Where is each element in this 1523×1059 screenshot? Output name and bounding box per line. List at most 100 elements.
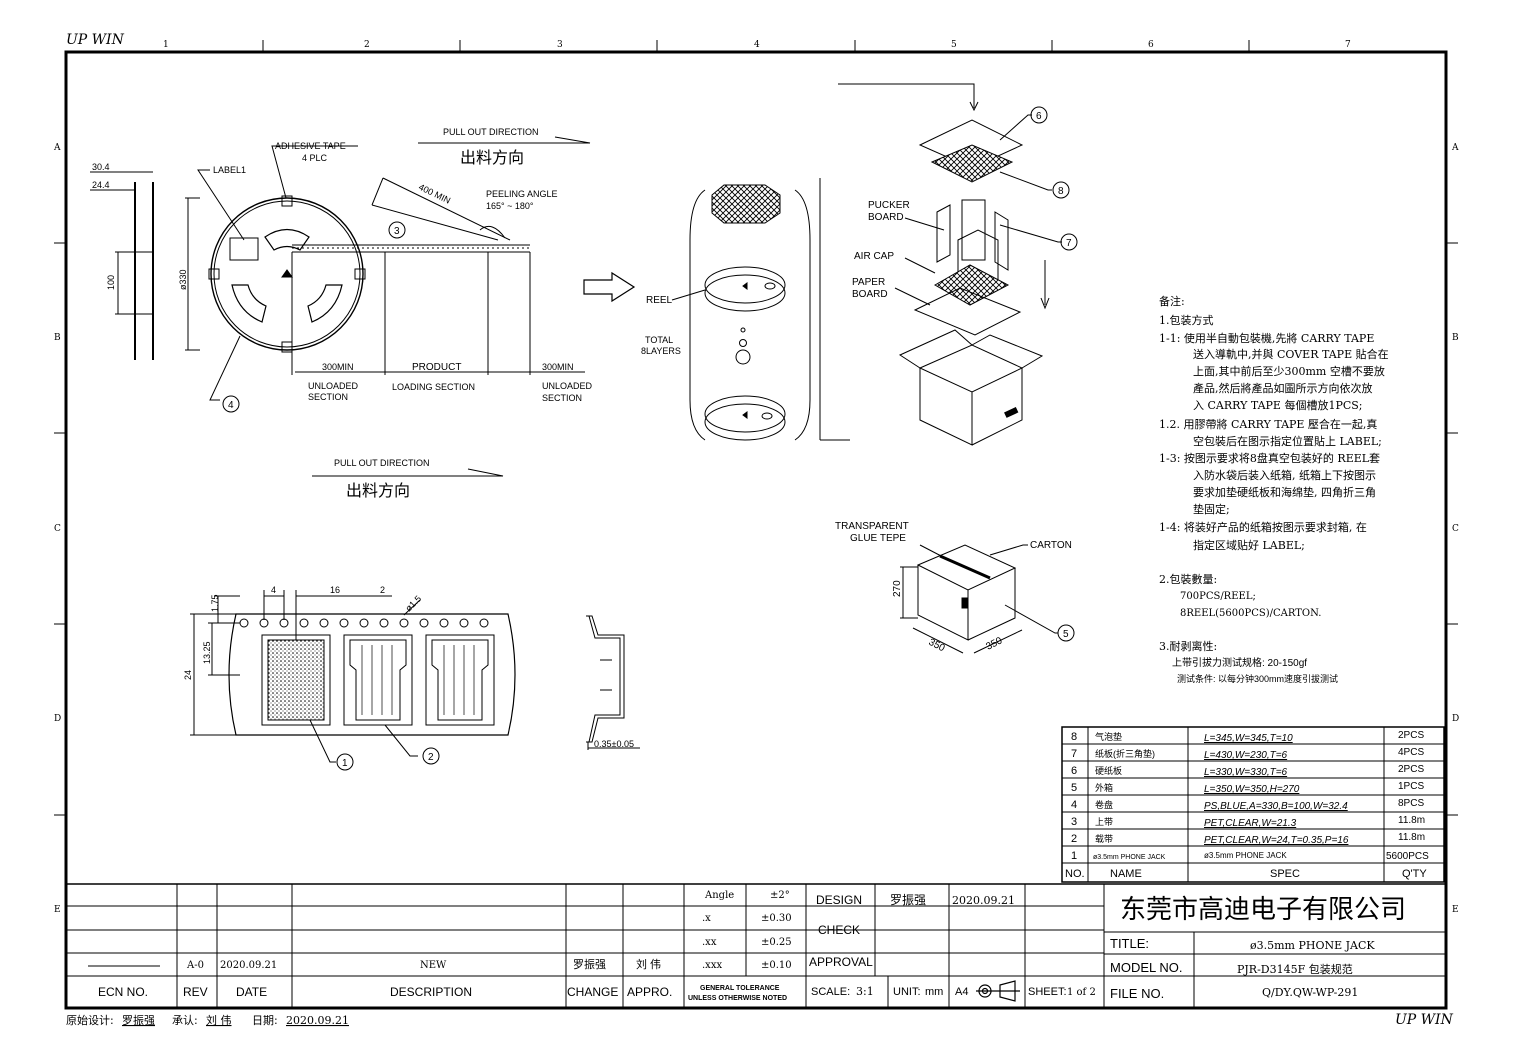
zone-row-d-right: D bbox=[1452, 714, 1459, 724]
pull-out-direction-cn: 出料方向 bbox=[460, 148, 524, 167]
zone-row-b-right: B bbox=[1452, 333, 1459, 343]
reel-label: REEL bbox=[646, 295, 673, 306]
zone-row-c: C bbox=[54, 524, 61, 534]
notes-line: 1.2. 用膠帶將 CARRY TAPE 壓合在一起,真 bbox=[1159, 417, 1377, 431]
bom-name: ø3.5mm PHONE JACK bbox=[1093, 854, 1166, 861]
peeling-range: 165° ~ 180° bbox=[486, 201, 534, 211]
bom-row: 7 纸板(折三角垫) L=430,W=230,T=6 4PCS bbox=[1071, 747, 1424, 761]
dim-270: 270 bbox=[892, 580, 903, 597]
unloaded-right-1: UNLOADED bbox=[542, 381, 593, 391]
footer-approver-label: 承认: bbox=[172, 1014, 198, 1027]
callout-1: 1 bbox=[342, 758, 348, 769]
bom-spec: L=430,W=230,T=6 bbox=[1204, 750, 1288, 761]
bom-row: 3 上带 PET,CLEAR,W=21.3 11.8m bbox=[1071, 815, 1425, 829]
bom-no: 2 bbox=[1071, 833, 1077, 845]
bom-spec: L=330,W=330,T=6 bbox=[1204, 767, 1288, 778]
zone-col-4: 4 bbox=[754, 40, 760, 50]
bom-spec: PET,CLEAR,W=24,T=0.35,P=16 bbox=[1204, 835, 1349, 846]
callout-2: 2 bbox=[428, 752, 434, 763]
zone-row-a-right: A bbox=[1451, 143, 1459, 153]
tol-angle: Angle bbox=[704, 890, 734, 901]
callout-6: 6 bbox=[1036, 111, 1042, 122]
notes-line: 入防水袋后装入纸箱, 纸箱上下按图示 bbox=[1193, 468, 1376, 482]
tol-x: .x bbox=[702, 913, 711, 924]
product-label: PRODUCT bbox=[412, 362, 461, 373]
bom-table bbox=[1061, 726, 1445, 883]
rev-date: 2020.09.21 bbox=[220, 960, 277, 971]
unloaded-left-2: SECTION bbox=[308, 392, 348, 402]
notes-line: 送入導軌中,并與 COVER TAPE 貼合在 bbox=[1193, 347, 1389, 361]
zone-labels: 1 2 3 4 5 6 7 A B C D E A B C D E bbox=[53, 40, 1459, 915]
label-adhesive-tape-qty: 4 PLC bbox=[302, 153, 328, 163]
bom-qty: 11.8m bbox=[1398, 832, 1425, 843]
callout-7: 7 bbox=[1066, 238, 1072, 249]
header-ecn: ECN NO. bbox=[98, 985, 148, 999]
tol-xx: .xx bbox=[702, 937, 717, 948]
bom-qty: 8PCS bbox=[1398, 798, 1424, 809]
pull-out-direction-cn-2: 出料方向 bbox=[346, 481, 410, 500]
paper-board-2: BOARD bbox=[852, 289, 888, 300]
callout-5: 5 bbox=[1063, 629, 1069, 640]
design-date: 2020.09.21 bbox=[952, 894, 1015, 907]
title-value: ø3.5mm PHONE JACK bbox=[1250, 939, 1375, 952]
pull-out-direction: PULL OUT DIRECTION bbox=[443, 127, 539, 137]
bom-name: 纸板(折三角垫) bbox=[1095, 748, 1155, 759]
bom-name: 上带 bbox=[1095, 817, 1113, 827]
bom-qty: 4PCS bbox=[1398, 747, 1424, 758]
notes-line: 空包裝后在图示指定位置貼上 LABEL; bbox=[1193, 434, 1382, 448]
bom-header-name: NAME bbox=[1110, 868, 1142, 880]
bom-name: 卷盘 bbox=[1095, 799, 1113, 810]
brand-top: UP WIN bbox=[66, 32, 125, 48]
signoff-block: DESIGN 罗振强 2020.09.21 CHECK APPROVAL SCA… bbox=[809, 893, 1096, 1002]
flow-arrow bbox=[583, 271, 636, 303]
notes-line: 指定区域贴好 LABEL; bbox=[1193, 538, 1305, 552]
general-tolerance-2: UNLESS OTHERWISE NOTED bbox=[688, 995, 787, 1002]
bom-row: 2 载带 PET,CLEAR,W=24,T=0.35,P=16 11.8m bbox=[1071, 832, 1425, 846]
notes-line: 1-3: 按图示要求将8盘真空包装好的 REEL套 bbox=[1159, 451, 1380, 465]
dim-350-b: 350 bbox=[984, 635, 1004, 653]
notes-line: 8REEL(5600PCS)/CARTON. bbox=[1180, 608, 1321, 619]
notes-line: 入 CARRY TAPE 每個槽放1PCS; bbox=[1193, 398, 1363, 412]
bom-no: 6 bbox=[1071, 765, 1077, 777]
bom-qty: 2PCS bbox=[1398, 730, 1424, 741]
model-value: PJR-D3145F 包装规范 bbox=[1237, 962, 1353, 976]
zone-col-7: 7 bbox=[1345, 40, 1351, 50]
dim-2: 2 bbox=[380, 585, 385, 595]
footer-approver: 刘 伟 bbox=[206, 1014, 232, 1027]
header-rev: REV bbox=[183, 985, 208, 999]
sheet-frame bbox=[54, 40, 1458, 1010]
zone-col-3: 3 bbox=[557, 40, 563, 50]
check-label: CHECK bbox=[818, 923, 860, 937]
callout-8: 8 bbox=[1058, 186, 1064, 197]
transparent-tape-1: TRANSPARENT bbox=[835, 521, 909, 532]
reel-side-view bbox=[90, 171, 154, 360]
approval-label: APPROVAL bbox=[809, 955, 873, 969]
dim-30-4: 30.4 bbox=[92, 162, 110, 172]
footer-designer-label: 原始设计: bbox=[66, 1013, 114, 1027]
tape-unroll-view bbox=[291, 136, 591, 477]
notes-line: 要求加垫硬纸板和海绵垫, 四角折三角 bbox=[1193, 485, 1376, 499]
notes-line: 700PCS/REEL; bbox=[1180, 591, 1256, 602]
bom-qty: 5600PCS bbox=[1386, 851, 1429, 862]
zone-row-b: B bbox=[54, 333, 61, 343]
title-block: 东莞市高迪电子有限公司 TITLE: ø3.5mm PHONE JACK MOD… bbox=[1110, 895, 1406, 1001]
carrier-tape-view bbox=[190, 590, 516, 771]
label-label1: LABEL1 bbox=[213, 165, 246, 175]
tolerance-block: Angle ±2° .x ±0.30 .xx ±0.25 .xxx ±0.10 … bbox=[688, 890, 792, 1002]
dim-330: ø330 bbox=[178, 269, 188, 290]
pucker-board-2: BOARD bbox=[868, 212, 904, 223]
unit-value: mm bbox=[925, 986, 943, 998]
transparent-tape-2: GLUE TEPE bbox=[850, 533, 906, 544]
tol-xxx: .xxx bbox=[702, 960, 722, 971]
bom-qty: 1PCS bbox=[1398, 781, 1424, 792]
tol-x-val: ±0.30 bbox=[761, 913, 792, 924]
rev-description: NEW bbox=[420, 960, 447, 971]
file-label: FILE NO. bbox=[1110, 986, 1164, 1001]
revision-block: A-0 2020.09.21 NEW 罗振强 刘 伟 ECN NO. REV D… bbox=[98, 957, 672, 999]
scale-label: SCALE: bbox=[811, 986, 850, 998]
min-400: 400 MIN bbox=[417, 182, 452, 206]
zone-row-d: D bbox=[54, 714, 61, 724]
paper-board-1: PAPER bbox=[852, 277, 885, 288]
dim-350-a: 350 bbox=[927, 637, 947, 655]
header-appro: APPRO. bbox=[627, 985, 672, 999]
